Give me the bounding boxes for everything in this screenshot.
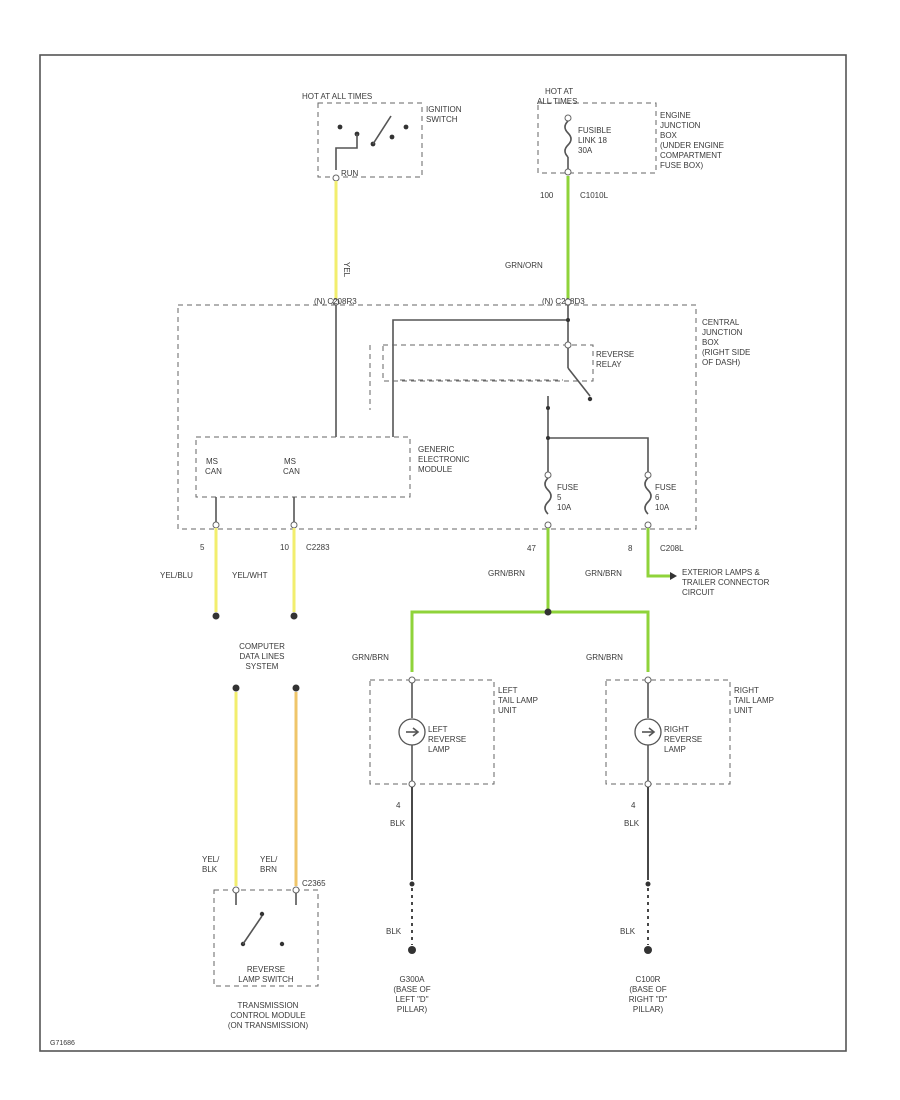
ignition-run-pin: RUN — [341, 169, 359, 178]
wire-lamp-bus — [410, 610, 650, 672]
left-ground-wire: BLK — [386, 927, 402, 936]
wire-label-left-lamp-in: GRN/BRN — [352, 653, 389, 662]
right-ground-wire: BLK — [620, 927, 636, 936]
trans-switch-box — [213, 889, 319, 987]
fusebox-pin: 100 — [540, 191, 554, 200]
right-tail-lamp-unit-box — [605, 679, 731, 785]
fusebox-connector: C1010L — [580, 191, 609, 200]
wire-label-right-lamp-in: GRN/BRN — [586, 653, 623, 662]
reverse-lamp-switch-symbol — [232, 886, 300, 947]
fusible-link-symbol — [564, 114, 572, 176]
gem-connector: C2283 — [306, 543, 330, 552]
arrow-icon — [670, 572, 677, 580]
ignition-switch-symbol — [335, 115, 409, 170]
diagram-id: G71686 — [50, 1040, 75, 1047]
wire-label-fuse5: GRN/BRN — [488, 569, 525, 578]
fusebox-box — [537, 102, 657, 174]
wire-label-fuse6: GRN/BRN — [585, 569, 622, 578]
fuse-6-symbol — [644, 471, 652, 529]
gem-pin-a-num: 5 — [200, 543, 205, 552]
reverse-out-pin-right: 8 — [628, 544, 633, 553]
cjb-connector-left: (N) C208R3 — [314, 297, 357, 306]
fuse-5-symbol — [544, 471, 552, 529]
trans-wire-left-label: YEL/BLK — [202, 855, 220, 874]
wire-label-yelwht: YEL/WHT — [232, 571, 268, 580]
reverse-out-connector: C208L — [660, 544, 684, 553]
ignition-switch-box — [317, 102, 423, 178]
gem-box — [195, 436, 411, 498]
central-junction-box — [177, 304, 697, 530]
trans-connector: C2365 — [302, 879, 326, 888]
trans-wire-right-label: YEL/BRN — [260, 855, 278, 874]
cjb-connector-right: (N) C208D3 — [542, 297, 585, 306]
diagram-frame — [39, 54, 847, 1052]
wire-fuse6-grnbrn — [646, 528, 670, 578]
wire-label-grnorn: GRN/ORN — [505, 261, 543, 270]
right-reverse-lamp-bulb-icon — [634, 718, 662, 746]
right-ground-icon — [644, 946, 652, 954]
left-ground-icon — [408, 946, 416, 954]
left-tail-lamp-unit-box — [369, 679, 495, 785]
reverse-out-pin-left: 47 — [527, 544, 536, 553]
right-lamp-wire-out: BLK — [624, 819, 640, 828]
gem-pin-b-num: 10 — [280, 543, 289, 552]
reverse-relay-symbol — [400, 341, 593, 438]
ignition-header: HOT AT ALL TIMES — [302, 92, 372, 101]
left-reverse-lamp-bulb-icon — [398, 718, 426, 746]
wire-label-yel: YEL — [342, 262, 351, 278]
wire-label-yelblu: YEL/BLU — [160, 571, 193, 580]
reverse-relay-box — [382, 344, 594, 382]
left-lamp-pin: 4 — [396, 801, 401, 810]
left-lamp-wire-out: BLK — [390, 819, 406, 828]
right-lamp-pin: 4 — [631, 801, 636, 810]
